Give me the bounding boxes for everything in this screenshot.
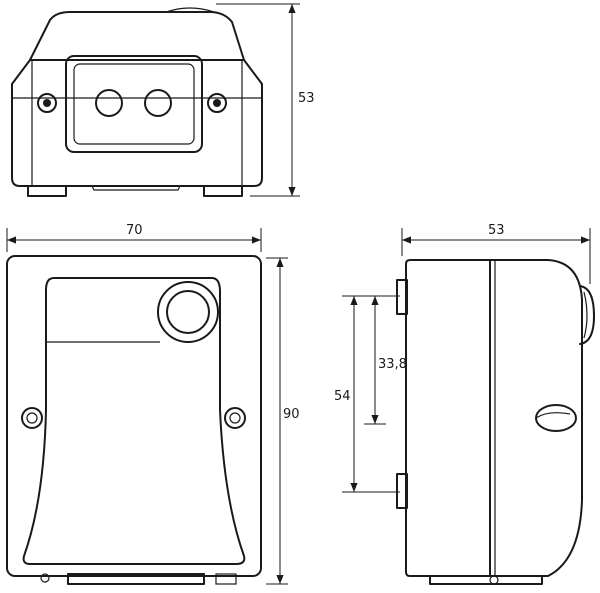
socket-pin-hole-left: [95, 89, 123, 117]
dimension-side-outer-label: 54: [334, 389, 351, 404]
side-view-outline: [405, 259, 583, 577]
dimension-front-height: 90: [266, 257, 300, 585]
dimension-side-width-label: 53: [488, 223, 505, 238]
dimension-front-height-label: 90: [283, 407, 300, 422]
front-screw-left: [21, 407, 43, 429]
front-cover: [22, 277, 246, 565]
side-bottom-rail: [429, 575, 543, 585]
screw-left: [37, 93, 57, 113]
front-view-outline: [6, 255, 262, 577]
socket-face: [65, 55, 203, 153]
top-view-body: [11, 59, 263, 187]
dimension-top-height-label: 53: [298, 91, 315, 106]
front-bottom-rail: [67, 573, 205, 585]
lock-knob-inner: [166, 290, 210, 334]
top-view-roof: [29, 11, 245, 61]
screw-right: [207, 93, 227, 113]
side-latch: [535, 404, 577, 432]
dimension-front-width: 70: [6, 223, 262, 252]
top-view: [11, 7, 263, 197]
dimension-side-inner: 33,8: [364, 296, 407, 425]
dimension-front-width-label: 70: [126, 223, 143, 238]
front-screw-right: [224, 407, 246, 429]
dimension-side-width: 53: [401, 223, 591, 284]
side-tab-top: [396, 279, 408, 315]
top-view-foot-left: [27, 185, 67, 197]
lock-knob-outer: [157, 281, 219, 343]
side-knob-profile: [579, 285, 595, 345]
front-view: [6, 255, 262, 585]
top-view-foot-right: [203, 185, 243, 197]
side-tab-bottom: [396, 473, 408, 509]
side-view: [396, 259, 595, 585]
dimension-side-inner-label: 33,8: [378, 357, 407, 372]
socket-pin-hole-right: [144, 89, 172, 117]
dimension-top-height: 53: [216, 3, 315, 197]
dimension-side-outer: 54: [334, 295, 400, 493]
